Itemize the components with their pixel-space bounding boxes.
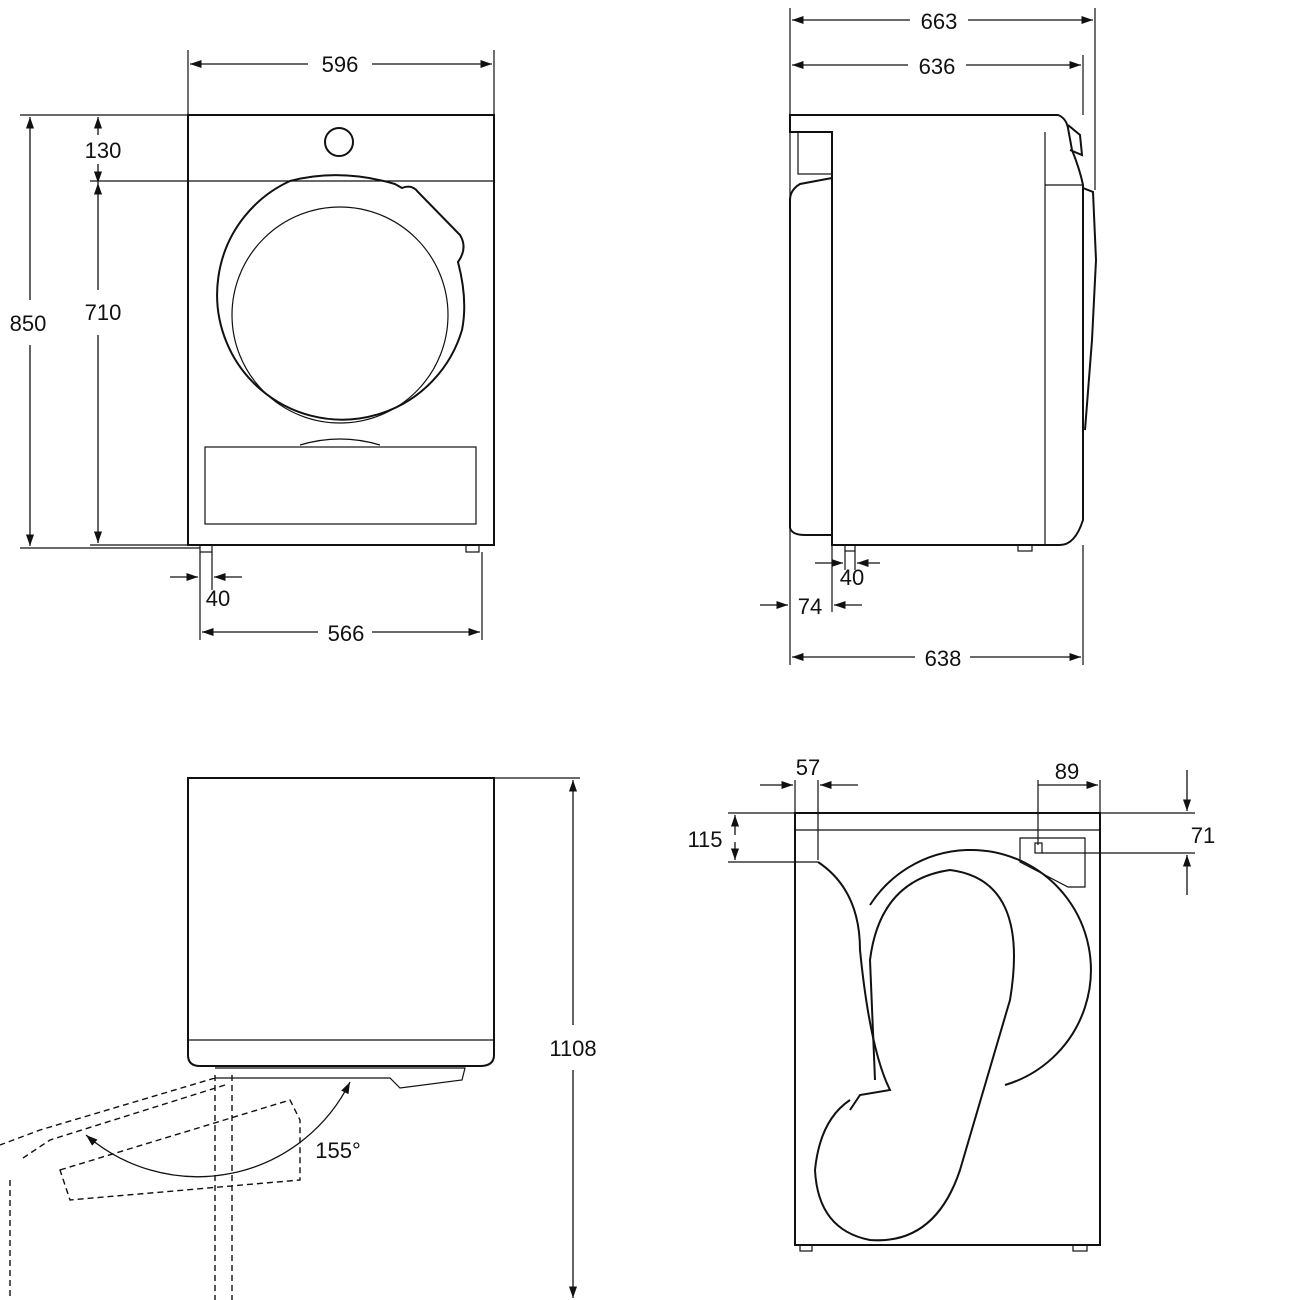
door-open-view: 1108 155°	[0, 777, 597, 1300]
dim-top-panel: 130	[85, 138, 122, 163]
dim-depth-base: 638	[925, 646, 962, 671]
dim-front-offset: 74	[798, 594, 822, 619]
dim-depth-total: 663	[921, 9, 958, 34]
side-view: 663 636 40 74 638	[760, 8, 1098, 671]
dim-door-angle: 155°	[315, 1138, 361, 1163]
dim-foot-span: 566	[328, 621, 365, 646]
back-view: 57 89 115 71	[687, 755, 1215, 1252]
dim-foot-offset: 40	[206, 586, 230, 611]
dim-outlet-y: 71	[1191, 823, 1215, 848]
dim-hose-y: 115	[687, 827, 722, 852]
dim-width: 596	[322, 52, 359, 77]
dim-outlet-x: 89	[1055, 759, 1079, 784]
dim-total-height: 850	[10, 311, 47, 336]
dim-door-height: 710	[85, 300, 122, 325]
dim-height-open: 1108	[549, 1036, 596, 1061]
front-view: 596 850 130 710 40 566	[10, 50, 495, 646]
dim-depth-body: 636	[919, 54, 956, 79]
dim-side-foot-offset: 40	[840, 565, 864, 590]
dim-hose-x: 57	[796, 755, 820, 780]
